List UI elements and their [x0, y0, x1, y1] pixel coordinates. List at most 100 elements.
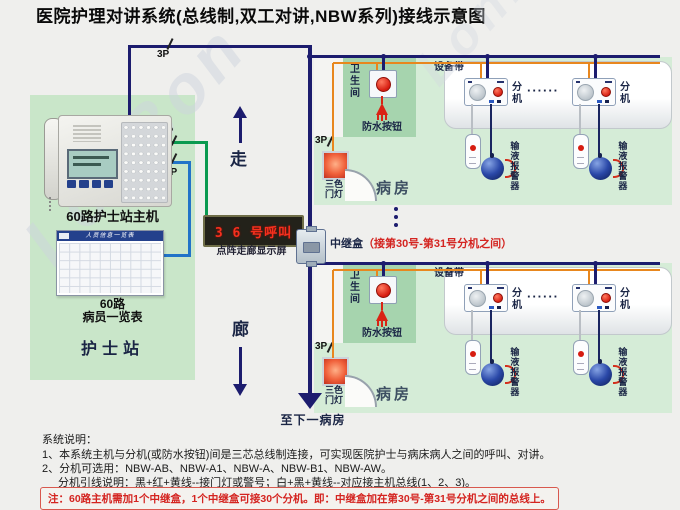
alarm-cord: [598, 310, 600, 364]
patient-list-grid: [59, 243, 161, 293]
wire-room1-lamp-bus: [333, 62, 660, 64]
room-entry-gap: [314, 57, 343, 137]
handset-cord: [579, 104, 581, 134]
knot: [490, 359, 494, 364]
junction-dot: [381, 261, 386, 266]
door-swing-arc: [345, 169, 377, 201]
warning-note: 注：60路主机需加1个中继盒，1个中继盒可接30个分机。即：中继盒加在第30号-…: [40, 487, 559, 510]
room-entry-gap: [314, 263, 343, 343]
waterproof-button-device: [369, 276, 397, 304]
patient-list-panel: 人员信息一览表: [56, 230, 164, 296]
tassel-string: [385, 321, 387, 326]
more-extensions-ellipsis: ······: [527, 83, 559, 98]
patient-list-header: 人员信息一览表: [57, 231, 163, 241]
waterproof-button-red-icon: [376, 77, 391, 92]
wire-2p-blue: [160, 254, 191, 257]
indicator: [605, 306, 609, 309]
wire-drop: [382, 262, 385, 276]
wire-drop: [486, 262, 489, 284]
host-lcd-screen: [67, 149, 118, 179]
corridor-down-arrow-icon: [233, 384, 247, 396]
relay-tab: [306, 226, 317, 232]
tassel-string: [381, 321, 383, 327]
host-speaker-grille: [73, 125, 101, 142]
nurse-station-label: 护士站: [80, 341, 144, 358]
speaker-icon: [577, 84, 594, 101]
speaker-icon: [577, 290, 594, 307]
nurse-host-device: [58, 115, 172, 207]
call-button-icon: [601, 293, 611, 303]
tricolor-door-light-icon: [322, 357, 349, 386]
extension-label: 分机: [509, 81, 521, 105]
infusion-alarm-device: [481, 153, 504, 180]
hand-button-icon: [577, 145, 584, 151]
waterproof-button-red-icon: [376, 283, 391, 298]
indicator: [468, 287, 472, 289]
wire-drop: [480, 269, 482, 284]
hand-button-icon: [469, 145, 476, 151]
patient-list-label-line2: 病员一览表: [82, 310, 143, 324]
wire-3p-green: [167, 141, 208, 144]
waterproof-button-label: 防水按钮: [362, 122, 402, 133]
extension-label: 分机: [617, 81, 629, 105]
speaker-icon: [469, 290, 486, 307]
ward-room-upper: 卫生间 设备带 防水按钮 3P 三色 门灯 病房 分机 分机 ······: [314, 57, 672, 205]
wire-drop: [588, 62, 590, 78]
alarm-sensor-wire-icon: [613, 365, 624, 384]
handset-cord: [471, 310, 473, 340]
hand-controller: [573, 340, 589, 375]
continuation-dots-icon: [394, 203, 398, 231]
indicator: [576, 287, 580, 289]
junction-dot: [307, 54, 312, 59]
notes-heading: 系统说明：: [42, 434, 97, 446]
bathroom-label: 卫生间: [347, 269, 359, 305]
lcd-line: [73, 156, 109, 159]
call-button-icon: [601, 87, 611, 97]
extension-label: 分机: [617, 287, 629, 311]
wire-drop: [376, 269, 378, 276]
indicator: [497, 306, 501, 309]
extension-unit: [464, 284, 508, 312]
alarm-sensor-wire-icon: [505, 365, 516, 384]
extension-unit: [464, 78, 508, 106]
wire-trunk-top: [128, 45, 311, 48]
equipment-belt-label: 设备带: [434, 268, 464, 279]
wire-drop: [382, 55, 385, 70]
indicator: [597, 100, 602, 103]
junction-dot: [381, 54, 386, 59]
infusion-alarm-device: [589, 359, 612, 386]
patient-list-label-line1: 60路: [99, 297, 126, 311]
tricolor-door-light-icon: [322, 151, 349, 180]
infusion-alarm-label: 输液报警器: [509, 141, 520, 191]
wire-2p-blue: [167, 161, 191, 164]
indicator: [489, 306, 494, 309]
extension-unit: [572, 78, 616, 106]
waterproof-button-label: 防水按钮: [362, 328, 402, 339]
wire-slash-mark: [166, 38, 174, 50]
notes-line3: 分机引线说明：黑+红+黄线--接门灯或警号；白+黑+黄线--对应接主机总线(1、…: [58, 477, 477, 489]
infusion-alarm-label: 输液报警器: [617, 141, 628, 191]
trunk-arrowhead-icon: [298, 393, 322, 409]
trunk-wire-label: 3P: [157, 49, 170, 60]
relay-tab: [306, 261, 317, 267]
hand-lines: [577, 157, 584, 164]
wire-drop: [594, 262, 597, 284]
wire-drop: [588, 269, 590, 284]
infusion-alarm-label: 输液报警器: [509, 347, 520, 397]
speaker-icon: [469, 84, 486, 101]
infusion-alarm-device: [589, 153, 612, 180]
relay-box-device: [296, 226, 326, 267]
junction-dot: [485, 261, 490, 266]
junction-dot: [593, 54, 598, 59]
pull-cord-tassel-icon: [376, 103, 388, 115]
ward-label: 病房: [376, 180, 413, 197]
door-light-label: 三色 门灯: [319, 385, 349, 406]
corridor-display-label: 点阵走廊显示屏: [216, 246, 287, 257]
door-swing-arc: [345, 375, 377, 407]
doorlight-wire-label: 3P: [315, 135, 328, 146]
more-extensions-ellipsis: ······: [527, 289, 559, 304]
extension-unit: [572, 284, 616, 312]
tassel-string: [381, 115, 383, 121]
hand-lines: [577, 363, 584, 370]
